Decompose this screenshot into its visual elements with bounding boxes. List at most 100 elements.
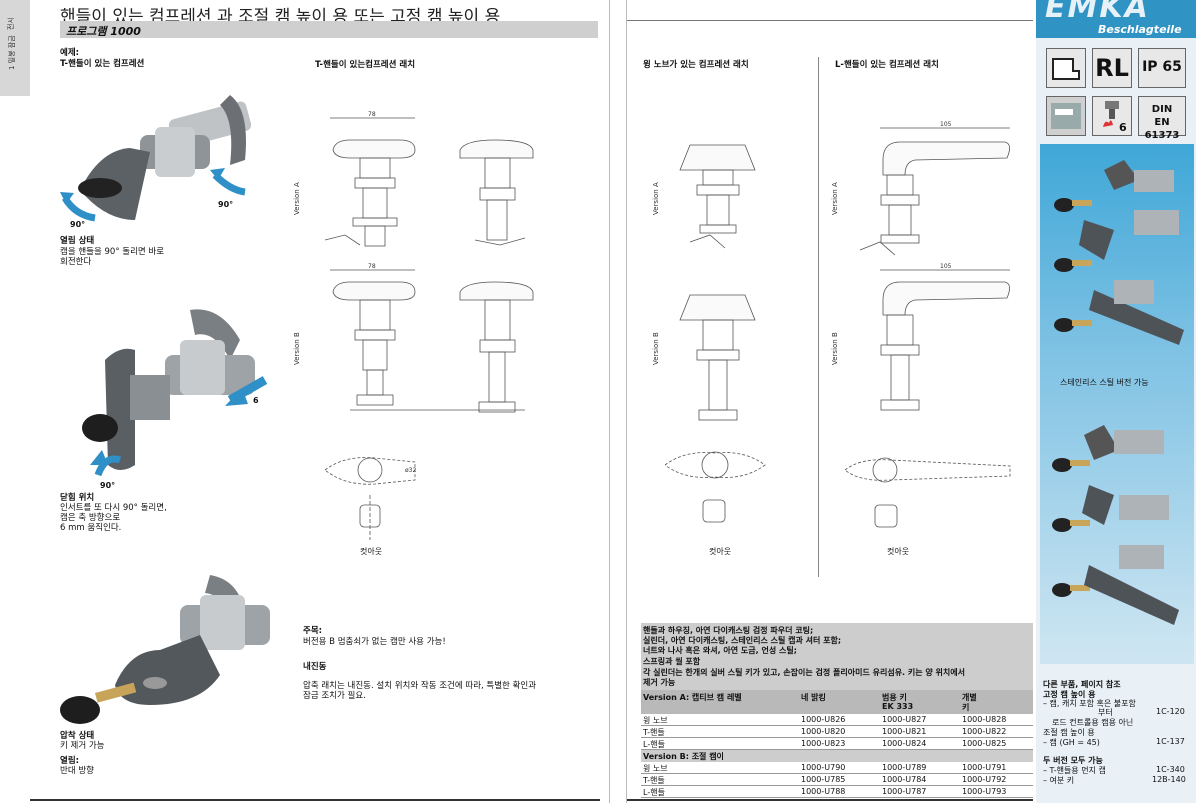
table-header-row: [641, 690, 1033, 714]
vibration-title: 내진동: [303, 662, 327, 672]
table-cell-part-number: 1000-U785: [801, 775, 846, 784]
page-divider: [626, 0, 627, 803]
table-cell-part-number: 1000-U820: [801, 727, 846, 736]
panel-mount-icon: [1046, 48, 1086, 88]
table-header-individual: 개별: [962, 693, 977, 702]
cutout-label: 컷아웃: [709, 547, 732, 556]
cutout-label: 컷아웃: [887, 547, 910, 556]
t-handle-diagram-title: T-핸들이 있는컴프레션 래치: [315, 60, 416, 70]
version-b-title: Version B: 조절 캠이: [643, 752, 724, 761]
note-title: 주목:: [303, 626, 323, 636]
ref-item: 부터: [1098, 708, 1113, 717]
refs-subtitle: 고정 캠 높이 용: [1043, 690, 1096, 699]
angle-label: 90°: [70, 220, 86, 229]
rl-badge: RL: [1092, 48, 1132, 88]
table-cell-part-number: 1000-U826: [801, 715, 846, 724]
step1-text-2: 회전한다: [60, 257, 92, 267]
table-cell-part-number: 1000-U788: [801, 787, 846, 796]
ref-page: 1C-120: [1156, 707, 1185, 716]
table-row: [641, 774, 1033, 786]
table-cell-model: T-핸들: [643, 728, 665, 737]
version-b-label: Version B: [831, 332, 839, 365]
table-cell-model: T-핸들: [643, 776, 665, 785]
version-a-label: Version A: [831, 182, 839, 215]
brand-logo: EMKA: [1045, 0, 1150, 25]
step3-text: 키 제거 가능: [60, 741, 105, 751]
table-cell-model: L-핸들: [643, 740, 665, 749]
table-cell-part-number: 1000-U791: [962, 763, 1007, 772]
dimension-text: ø32: [405, 467, 416, 474]
table-cell-part-number: 1000-U792: [962, 775, 1007, 784]
fire-class-text: 6: [1119, 121, 1127, 134]
version-b-label: Version B: [293, 332, 301, 365]
spec-line: 스프링과 씰 포함: [643, 657, 701, 666]
step1-title: 열림 상태: [60, 236, 95, 246]
ref-item: – 캠, 캐치 포함 혹은 불포함: [1043, 699, 1136, 708]
vibration-text-1: 압축 래치는 내진동. 설치 위치와 작동 조건에 따라, 특별한 확인과: [303, 681, 537, 691]
table-cell-part-number: 1000-U793: [962, 787, 1007, 796]
step2-text-2: 캠은 축 방향으로: [60, 513, 121, 523]
spec-line: 핸들과 하우징, 아연 다이캐스팅 검정 파우더 코팅;: [643, 626, 814, 635]
table-cell-part-number: 1000-U789: [882, 763, 927, 772]
table-cell-part-number: 1000-U822: [962, 727, 1007, 736]
table-cell-part-number: 1000-U824: [882, 739, 927, 748]
spec-line: 너트와 나사 혹은 와셔, 아연 도금, 언성 스틸;: [643, 646, 797, 655]
version-a-label: Version A: [293, 182, 301, 215]
table-cell-model: 윙 노브: [643, 716, 668, 725]
ref-item: 로드 컨트롤용 캠용 아닌: [1052, 718, 1134, 727]
program-label: 프로그램 1000: [66, 25, 141, 38]
footer-rule: [627, 799, 1033, 801]
spec-line: 각 실린더는 한개의 실버 스틸 키가 있고, 손잡이는 검정 폴리아미드 유리…: [643, 668, 965, 677]
dimension-text: 105: [940, 263, 952, 270]
din-badge-text: DIN EN 61373: [1144, 104, 1180, 141]
brand-subtitle: Beschlagteile: [1098, 23, 1182, 36]
header-rule: [627, 20, 1033, 21]
table-cell-part-number: 1000-U821: [882, 727, 927, 736]
dimension-text: 78: [368, 111, 376, 118]
table-row: [641, 714, 1033, 726]
refs2-title: 두 버전 모두 가능: [1043, 756, 1103, 765]
chapter-tab: 전시 1 밀봉 잠금: [0, 0, 30, 96]
table-cell-part-number: 1000-U825: [962, 739, 1007, 748]
ref-page: 12B-140: [1152, 775, 1186, 784]
column-divider: [818, 57, 819, 577]
version-b-label: Version B: [652, 332, 660, 365]
table-header-ek333: EK 333: [882, 702, 914, 711]
t-handle-technical-drawing: 78 78 ø32: [324, 111, 534, 540]
ref-item: – 여분 키: [1043, 776, 1075, 785]
table-cell-part-number: 1000-U828: [962, 715, 1007, 724]
l-handle-diagram-title: L-핸들이 있는 컴프레션 래치: [835, 60, 939, 70]
step2-title: 닫힘 위치: [60, 493, 95, 503]
wing-knob-diagram-title: 윙 노브가 있는 컴프레션 래치: [643, 60, 749, 70]
step4-title: 열림:: [60, 756, 80, 766]
table-cell-part-number: 1000-U823: [801, 739, 846, 748]
l-handle-technical-drawing: 105 105: [845, 121, 1011, 528]
table-row: [641, 786, 1033, 798]
ref-item: 조절 캠 높이 용: [1043, 728, 1095, 737]
fire-safety-icon: 6: [1092, 96, 1132, 136]
spec-line: 제거 가능: [643, 678, 676, 687]
table-cell-part-number: 1000-U790: [801, 763, 846, 772]
footer-rule: [30, 799, 600, 801]
step3-title: 압착 상태: [60, 731, 95, 741]
offset-label: 6: [253, 396, 259, 405]
table-cell-part-number: 1000-U827: [882, 715, 927, 724]
chapter-tab-label-1: 전시: [7, 17, 15, 30]
stainless-note: 스테인리스 스틸 버전 가능: [1060, 378, 1149, 387]
step1-text-1: 캠을 핸들을 90° 돌리면 바로: [60, 247, 165, 257]
step2-text-3: 6 mm 움직인다.: [60, 523, 122, 533]
ip65-badge-text: IP 65: [1142, 59, 1182, 75]
spec-line: 실린더, 아연 다이캐스팅, 스테인리스 스틸 캡과 셔터 포함;: [643, 636, 842, 645]
version-a-label: Version A: [652, 182, 660, 215]
variant-photos-top: [1054, 160, 1184, 345]
din-badge: DIN EN 61373: [1138, 96, 1186, 141]
table-header-no-locking: 네 밝킹: [801, 693, 826, 702]
dimension-text: 78: [368, 263, 376, 270]
ref-page: 1C-137: [1156, 737, 1185, 746]
ref-item: – T-핸들용 먼지 캡: [1043, 766, 1106, 775]
t-handle-photo-closed: [82, 309, 268, 477]
installation-icon: [1046, 96, 1086, 136]
dimension-text: 105: [940, 121, 952, 128]
table-cell-model: L-핸들: [643, 788, 665, 797]
table-row: [641, 726, 1033, 738]
